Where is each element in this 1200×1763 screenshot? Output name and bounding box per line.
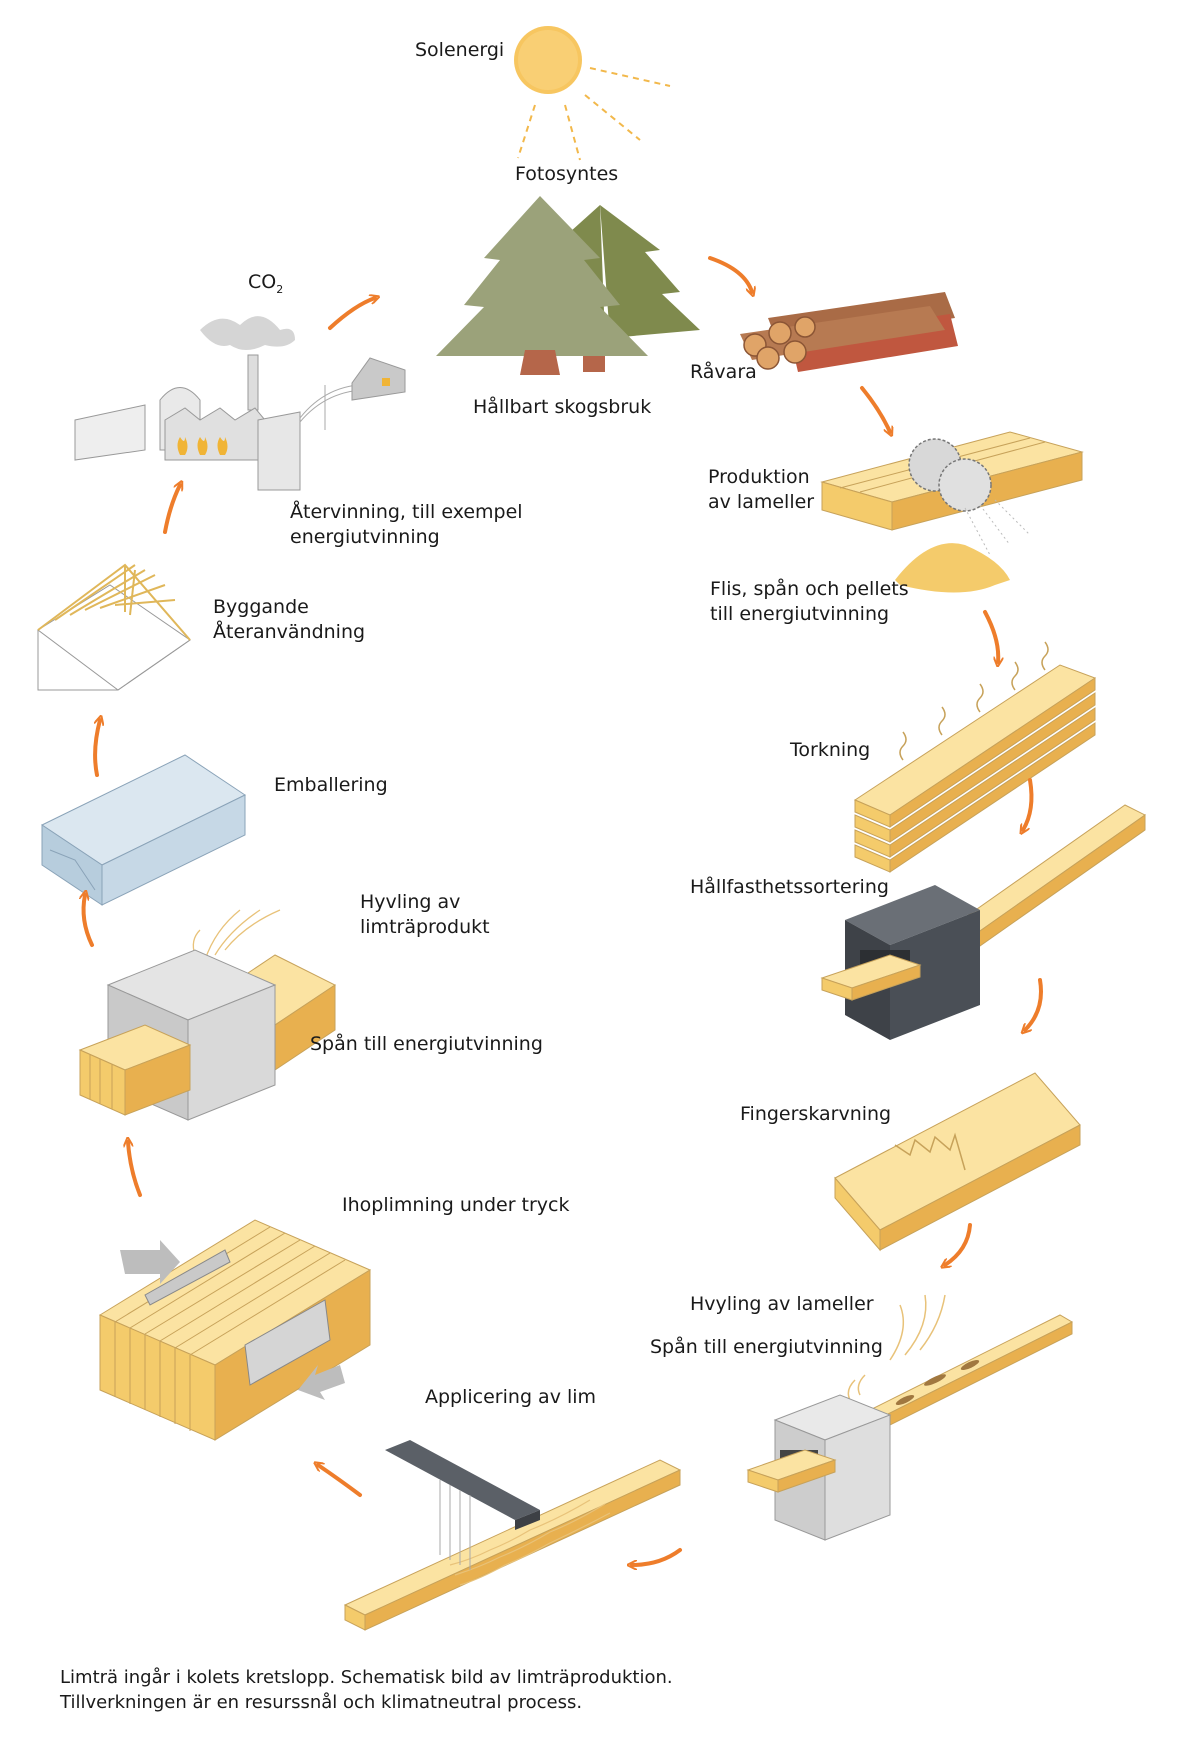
- label-chips: Flis, spån och pellets till energiutvinn…: [710, 577, 909, 627]
- drying-stack-icon: [853, 641, 1097, 873]
- label-drying: Torkning: [790, 739, 871, 761]
- label-co2-main: CO: [248, 271, 277, 293]
- arrow-to-grading: [1023, 778, 1034, 830]
- label-sustainable-forestry: Hållbart skogsbruk: [473, 396, 652, 418]
- label-co2: CO2: [248, 270, 283, 297]
- logs-icon: [740, 292, 958, 372]
- arrow-to-press: [318, 1465, 362, 1497]
- label-recycling-line2: energiutvinning: [290, 526, 440, 548]
- label-building-line1: Byggande: [213, 596, 309, 618]
- product-planer-icon: [78, 909, 336, 1121]
- label-product-planing-line2: limträprodukt: [360, 916, 490, 938]
- arrow-to-glue: [632, 1548, 682, 1565]
- label-raw-material: Råvara: [690, 361, 757, 383]
- trees-icon: [436, 196, 700, 375]
- house-frame-icon: [37, 563, 191, 691]
- lamella-planer-icon: [746, 1294, 1074, 1541]
- sun-icon: [514, 26, 671, 161]
- label-solar-energy: Solenergi: [415, 39, 505, 61]
- arrow-to-sawmill: [860, 386, 890, 432]
- arrow-to-finger-joint: [1025, 978, 1043, 1030]
- label-chips-line2: till energiutvinning: [710, 603, 890, 625]
- arrow-to-product-planer: [128, 1142, 142, 1197]
- label-lamella-shavings: Spån till energiutvinning: [650, 1336, 883, 1358]
- arrow-to-logs: [708, 256, 752, 292]
- caption: Limträ ingår i kolets kretslopp. Schemat…: [60, 1665, 673, 1715]
- glue-applicator-icon: [343, 1440, 682, 1631]
- cycle-arrows: [84, 256, 1043, 1565]
- label-recycling: Återvinning, till exempel energiutvinnin…: [290, 500, 523, 550]
- glue-press-icon: [98, 1219, 372, 1441]
- label-building: Byggande Återanvändning: [213, 595, 365, 645]
- label-lamella-production: Produktion av lameller: [708, 465, 814, 515]
- arrow-to-house: [93, 720, 100, 777]
- caption-line1: Limträ ingår i kolets kretslopp. Schemat…: [60, 1667, 673, 1688]
- label-chips-line1: Flis, spån och pellets: [710, 578, 909, 600]
- arrow-to-drying: [983, 610, 998, 662]
- arrow-to-lamella-planer: [945, 1223, 972, 1265]
- label-lamella-production-line1: Produktion: [708, 466, 810, 488]
- factory-icon: [74, 316, 406, 491]
- label-product-planing: Hyvling av limträprodukt: [360, 890, 490, 940]
- arrow-to-co2: [328, 298, 375, 330]
- finger-joint-board-icon: [834, 1072, 1081, 1252]
- label-product-shavings: Spån till energiutvinning: [310, 1033, 543, 1055]
- label-glue-application: Applicering av lim: [425, 1386, 597, 1408]
- sawmill-icon: [820, 431, 1084, 593]
- label-product-planing-line1: Hyvling av: [360, 891, 461, 913]
- label-co2-subscript: 2: [276, 283, 284, 296]
- grading-machine-icon: [820, 804, 1146, 1040]
- label-packaging: Emballering: [274, 774, 388, 796]
- arrow-to-packaging: [84, 895, 94, 947]
- label-pressing: Ihoplimning under tryck: [342, 1194, 570, 1216]
- label-lamella-production-line2: av lameller: [708, 491, 815, 513]
- arrow-to-factory: [163, 485, 180, 534]
- label-building-line2: Återanvändning: [213, 621, 366, 643]
- label-finger-jointing: Fingerskarvning: [740, 1103, 892, 1125]
- label-recycling-line1: Återvinning, till exempel: [290, 501, 523, 523]
- wrapped-package-icon: [40, 754, 247, 906]
- label-lamella-planing: Hvyling av lameller: [690, 1293, 874, 1315]
- label-strength-grading: Hållfasthetssortering: [690, 876, 889, 898]
- caption-line2: Tillverkningen är en resurssnål och klim…: [60, 1692, 583, 1713]
- label-photosynthesis: Fotosyntes: [515, 163, 619, 185]
